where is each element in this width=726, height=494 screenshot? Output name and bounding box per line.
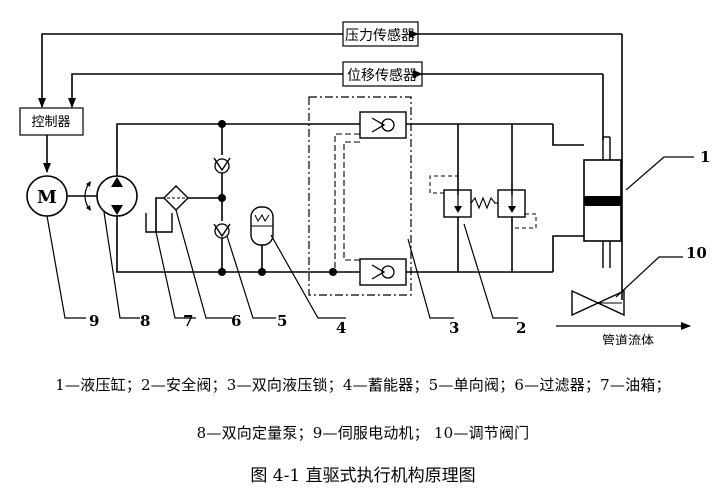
- pressure-signal-line: [38, 30, 623, 140]
- junction-dots: [218, 120, 337, 276]
- hydraulic-lock-bottom-valve: [359, 258, 407, 286]
- callout-2: 2: [516, 319, 526, 337]
- pressure-sensor-label: 压力传感器: [345, 27, 415, 44]
- pressure-sensor-box: [342, 21, 419, 47]
- legend-line-1: 1—液压缸；2—安全阀；3—双向液压锁；4—蓄能器；5—单向阀；6—过滤器；7—…: [55, 376, 671, 394]
- regulating-valve: [571, 289, 625, 317]
- upper-main-line: [116, 123, 584, 176]
- callout-7: 7: [183, 312, 193, 330]
- hydraulic-cylinder: [583, 136, 622, 268]
- schematic-diagram: 压力传感器 位移传感器 控制器 M 管道流体 1 10 2 3 4 5 6 7 …: [19, 21, 710, 345]
- controller-box: [19, 107, 84, 136]
- callout-5: 5: [277, 312, 287, 330]
- callout-3: 3: [449, 319, 459, 337]
- filter-to-tank-line: [155, 197, 164, 232]
- displacement-sensor-box: [342, 61, 423, 87]
- relief-valve-assembly: [429, 124, 537, 272]
- displacement-signal-line: [68, 70, 604, 140]
- legend-line-2: 8—双向定量泵；9—伺服电动机； 10—调节阀门: [196, 424, 530, 442]
- pipeline-fluid-label: 管道流体: [602, 334, 654, 345]
- callout-1: 1: [700, 148, 710, 166]
- controller-label: 控制器: [31, 115, 70, 130]
- callout-4: 4: [336, 319, 346, 337]
- callout-6: 6: [231, 312, 241, 330]
- motor-label: M: [37, 187, 57, 208]
- motor-rotation-arrow: [84, 184, 89, 208]
- callout-9: 9: [89, 312, 99, 330]
- callout-10: 10: [686, 244, 707, 262]
- lower-main-line: [116, 216, 584, 273]
- callout-leaders: [46, 156, 694, 319]
- callout-8: 8: [140, 312, 150, 330]
- check-valve-branch: [213, 124, 231, 272]
- figure-caption: 图 4-1 直驱式执行机构原理图: [250, 466, 476, 486]
- hydraulic-lock-boundary: [308, 96, 412, 296]
- hydraulic-lock-top-valve: [359, 111, 407, 139]
- displacement-sensor-label: 位移传感器: [347, 67, 417, 84]
- hydraulic-lock-pilot-lines: [334, 133, 360, 268]
- oil-tank: [145, 213, 173, 233]
